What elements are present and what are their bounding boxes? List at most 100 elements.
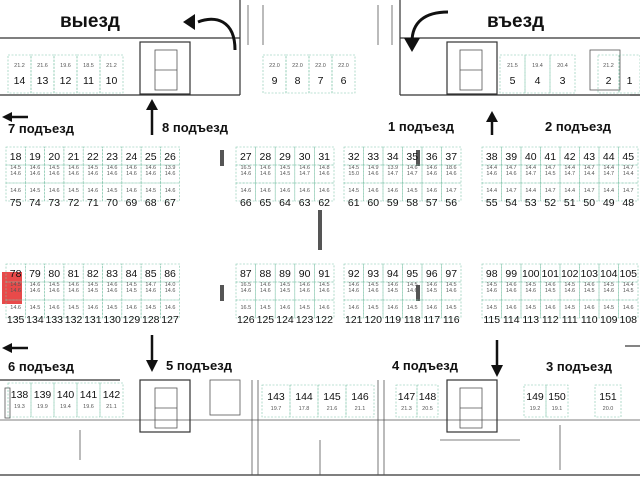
- parking-spot-cell[interactable]: [99, 54, 124, 94]
- parking-spot-cell[interactable]: [53, 382, 78, 418]
- parking-spot-cell[interactable]: [314, 182, 335, 202]
- parking-spot-cell[interactable]: [160, 299, 180, 319]
- parking-spot-cell[interactable]: [82, 299, 103, 319]
- parking-spot-cell[interactable]: [235, 164, 256, 184]
- parking-spot-cell[interactable]: [5, 164, 26, 184]
- parking-spot-cell[interactable]: [82, 281, 103, 301]
- parking-spot-cell[interactable]: [540, 299, 561, 319]
- parking-spot-cell[interactable]: [421, 164, 442, 184]
- parking-spot-cell[interactable]: [618, 54, 640, 94]
- parking-spot-cell[interactable]: [140, 182, 161, 202]
- parking-spot-cell[interactable]: [314, 281, 335, 301]
- parking-spot-cell[interactable]: [540, 164, 561, 184]
- parking-spot-cell[interactable]: [24, 299, 45, 319]
- parking-spot-cell[interactable]: [363, 263, 384, 283]
- parking-spot-cell[interactable]: [294, 299, 315, 319]
- parking-spot-cell[interactable]: [102, 263, 123, 283]
- parking-spot-cell[interactable]: [421, 146, 442, 166]
- parking-spot-cell[interactable]: [402, 164, 423, 184]
- parking-spot-cell[interactable]: [314, 299, 335, 319]
- parking-spot-cell[interactable]: [579, 263, 600, 283]
- parking-spot-cell[interactable]: [598, 263, 619, 283]
- parking-spot-cell[interactable]: [317, 384, 347, 418]
- parking-spot-cell[interactable]: [363, 182, 384, 202]
- parking-spot-cell[interactable]: [160, 164, 180, 184]
- parking-spot-cell[interactable]: [618, 164, 639, 184]
- parking-spot-cell[interactable]: [44, 263, 65, 283]
- parking-spot-cell[interactable]: [382, 146, 403, 166]
- parking-spot-cell[interactable]: [382, 164, 403, 184]
- parking-spot-cell[interactable]: [274, 146, 296, 166]
- parking-spot-cell[interactable]: [274, 281, 296, 301]
- parking-spot-cell[interactable]: [5, 146, 26, 166]
- parking-spot-cell[interactable]: [102, 281, 123, 301]
- parking-spot-cell[interactable]: [579, 281, 600, 301]
- parking-spot-cell[interactable]: [345, 384, 375, 418]
- parking-spot-cell[interactable]: [618, 263, 639, 283]
- parking-spot-cell[interactable]: [524, 54, 551, 94]
- parking-spot-cell[interactable]: [441, 299, 462, 319]
- parking-spot-cell[interactable]: [44, 146, 65, 166]
- parking-spot-cell[interactable]: [363, 146, 384, 166]
- parking-spot-cell[interactable]: [618, 281, 639, 301]
- parking-spot-cell[interactable]: [255, 164, 276, 184]
- parking-spot-cell[interactable]: [520, 146, 541, 166]
- parking-spot-cell[interactable]: [235, 299, 256, 319]
- parking-spot-cell[interactable]: [53, 54, 78, 94]
- parking-spot-cell[interactable]: [102, 299, 123, 319]
- parking-spot-cell[interactable]: [24, 281, 45, 301]
- parking-spot-cell[interactable]: [520, 164, 541, 184]
- parking-spot-cell[interactable]: [549, 54, 576, 94]
- parking-spot-cell[interactable]: [121, 164, 142, 184]
- parking-spot-cell[interactable]: [421, 263, 442, 283]
- parking-spot-cell[interactable]: [160, 263, 180, 283]
- parking-spot-cell[interactable]: [314, 164, 335, 184]
- parking-spot-cell[interactable]: [44, 164, 65, 184]
- parking-spot-cell[interactable]: [421, 281, 442, 301]
- parking-spot-cell[interactable]: [363, 299, 384, 319]
- parking-spot-cell[interactable]: [102, 164, 123, 184]
- parking-spot-cell[interactable]: [559, 299, 580, 319]
- parking-spot-cell[interactable]: [481, 146, 502, 166]
- parking-spot-cell[interactable]: [501, 263, 522, 283]
- parking-spot-cell[interactable]: [618, 299, 639, 319]
- parking-spot-cell[interactable]: [382, 281, 403, 301]
- parking-spot-cell[interactable]: [82, 146, 103, 166]
- parking-spot-cell[interactable]: [501, 164, 522, 184]
- parking-spot-cell[interactable]: [261, 384, 291, 418]
- parking-spot-cell[interactable]: [24, 263, 45, 283]
- parking-spot-cell[interactable]: [598, 281, 619, 301]
- parking-spot-cell[interactable]: [441, 281, 462, 301]
- parking-spot-cell[interactable]: [82, 263, 103, 283]
- parking-spot-cell[interactable]: [294, 182, 315, 202]
- parking-spot-cell[interactable]: [594, 384, 622, 418]
- parking-spot-cell[interactable]: [441, 146, 462, 166]
- parking-spot-cell[interactable]: [402, 182, 423, 202]
- parking-spot-cell[interactable]: [76, 382, 101, 418]
- parking-spot-cell[interactable]: [255, 146, 276, 166]
- parking-spot-cell[interactable]: [343, 263, 364, 283]
- parking-spot-cell[interactable]: [274, 299, 296, 319]
- parking-spot-cell[interactable]: [481, 263, 502, 283]
- parking-spot-cell[interactable]: [481, 164, 502, 184]
- parking-spot-cell[interactable]: [395, 384, 418, 418]
- parking-spot-cell[interactable]: [121, 146, 142, 166]
- parking-spot-cell[interactable]: [63, 281, 84, 301]
- parking-spot-cell[interactable]: [421, 182, 442, 202]
- parking-spot-cell[interactable]: [24, 182, 45, 202]
- parking-spot-cell[interactable]: [76, 54, 101, 94]
- parking-spot-cell[interactable]: [5, 299, 26, 319]
- parking-spot-cell[interactable]: [559, 182, 580, 202]
- parking-spot-cell[interactable]: [597, 54, 620, 94]
- parking-spot-cell[interactable]: [160, 281, 180, 301]
- parking-spot-cell[interactable]: [285, 54, 310, 94]
- parking-spot-cell[interactable]: [140, 263, 161, 283]
- parking-spot-cell[interactable]: [579, 299, 600, 319]
- parking-spot-cell[interactable]: [579, 146, 600, 166]
- parking-spot-cell[interactable]: [481, 281, 502, 301]
- parking-spot-cell[interactable]: [5, 281, 26, 301]
- parking-spot-cell[interactable]: [441, 164, 462, 184]
- parking-spot-cell[interactable]: [102, 182, 123, 202]
- parking-spot-cell[interactable]: [416, 384, 439, 418]
- parking-spot-cell[interactable]: [24, 164, 45, 184]
